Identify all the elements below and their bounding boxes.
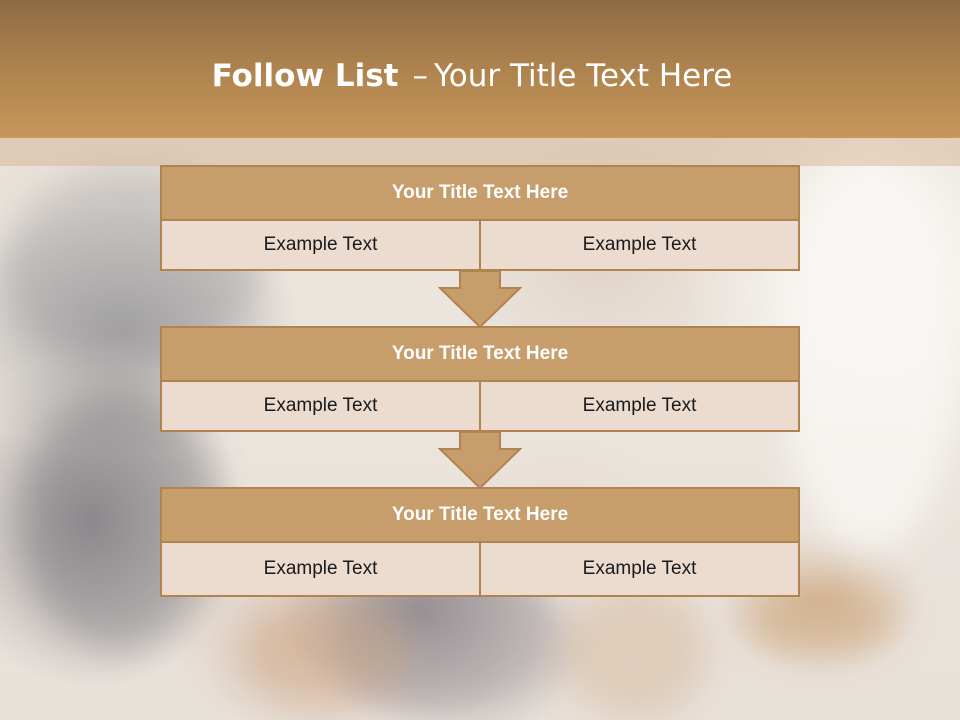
banner-strip bbox=[0, 138, 960, 166]
block-title: Your Title Text Here bbox=[160, 487, 800, 543]
down-arrow-icon bbox=[438, 270, 522, 328]
block-cell-right: Example Text bbox=[479, 382, 800, 432]
page-title: Follow List–Your Title Text Here bbox=[0, 56, 944, 96]
block-cell-left: Example Text bbox=[160, 382, 479, 432]
block-row: Example Text Example Text bbox=[160, 543, 800, 597]
block-cell-right: Example Text bbox=[479, 543, 800, 597]
list-block-2: Your Title Text Here Example Text Exampl… bbox=[160, 326, 800, 432]
block-title: Your Title Text Here bbox=[160, 165, 800, 221]
title-banner bbox=[0, 0, 960, 138]
list-block-3: Your Title Text Here Example Text Exampl… bbox=[160, 487, 800, 597]
block-cell-left: Example Text bbox=[160, 543, 479, 597]
block-title: Your Title Text Here bbox=[160, 326, 800, 382]
block-cell-right: Example Text bbox=[479, 221, 800, 271]
block-row: Example Text Example Text bbox=[160, 221, 800, 271]
page-title-separator: – bbox=[412, 58, 428, 94]
page-title-bold: Follow List bbox=[211, 58, 399, 94]
page-title-rest: Your Title Text Here bbox=[433, 58, 733, 94]
block-row: Example Text Example Text bbox=[160, 382, 800, 432]
block-cell-left: Example Text bbox=[160, 221, 479, 271]
list-block-1: Your Title Text Here Example Text Exampl… bbox=[160, 165, 800, 271]
down-arrow-icon bbox=[438, 431, 522, 489]
